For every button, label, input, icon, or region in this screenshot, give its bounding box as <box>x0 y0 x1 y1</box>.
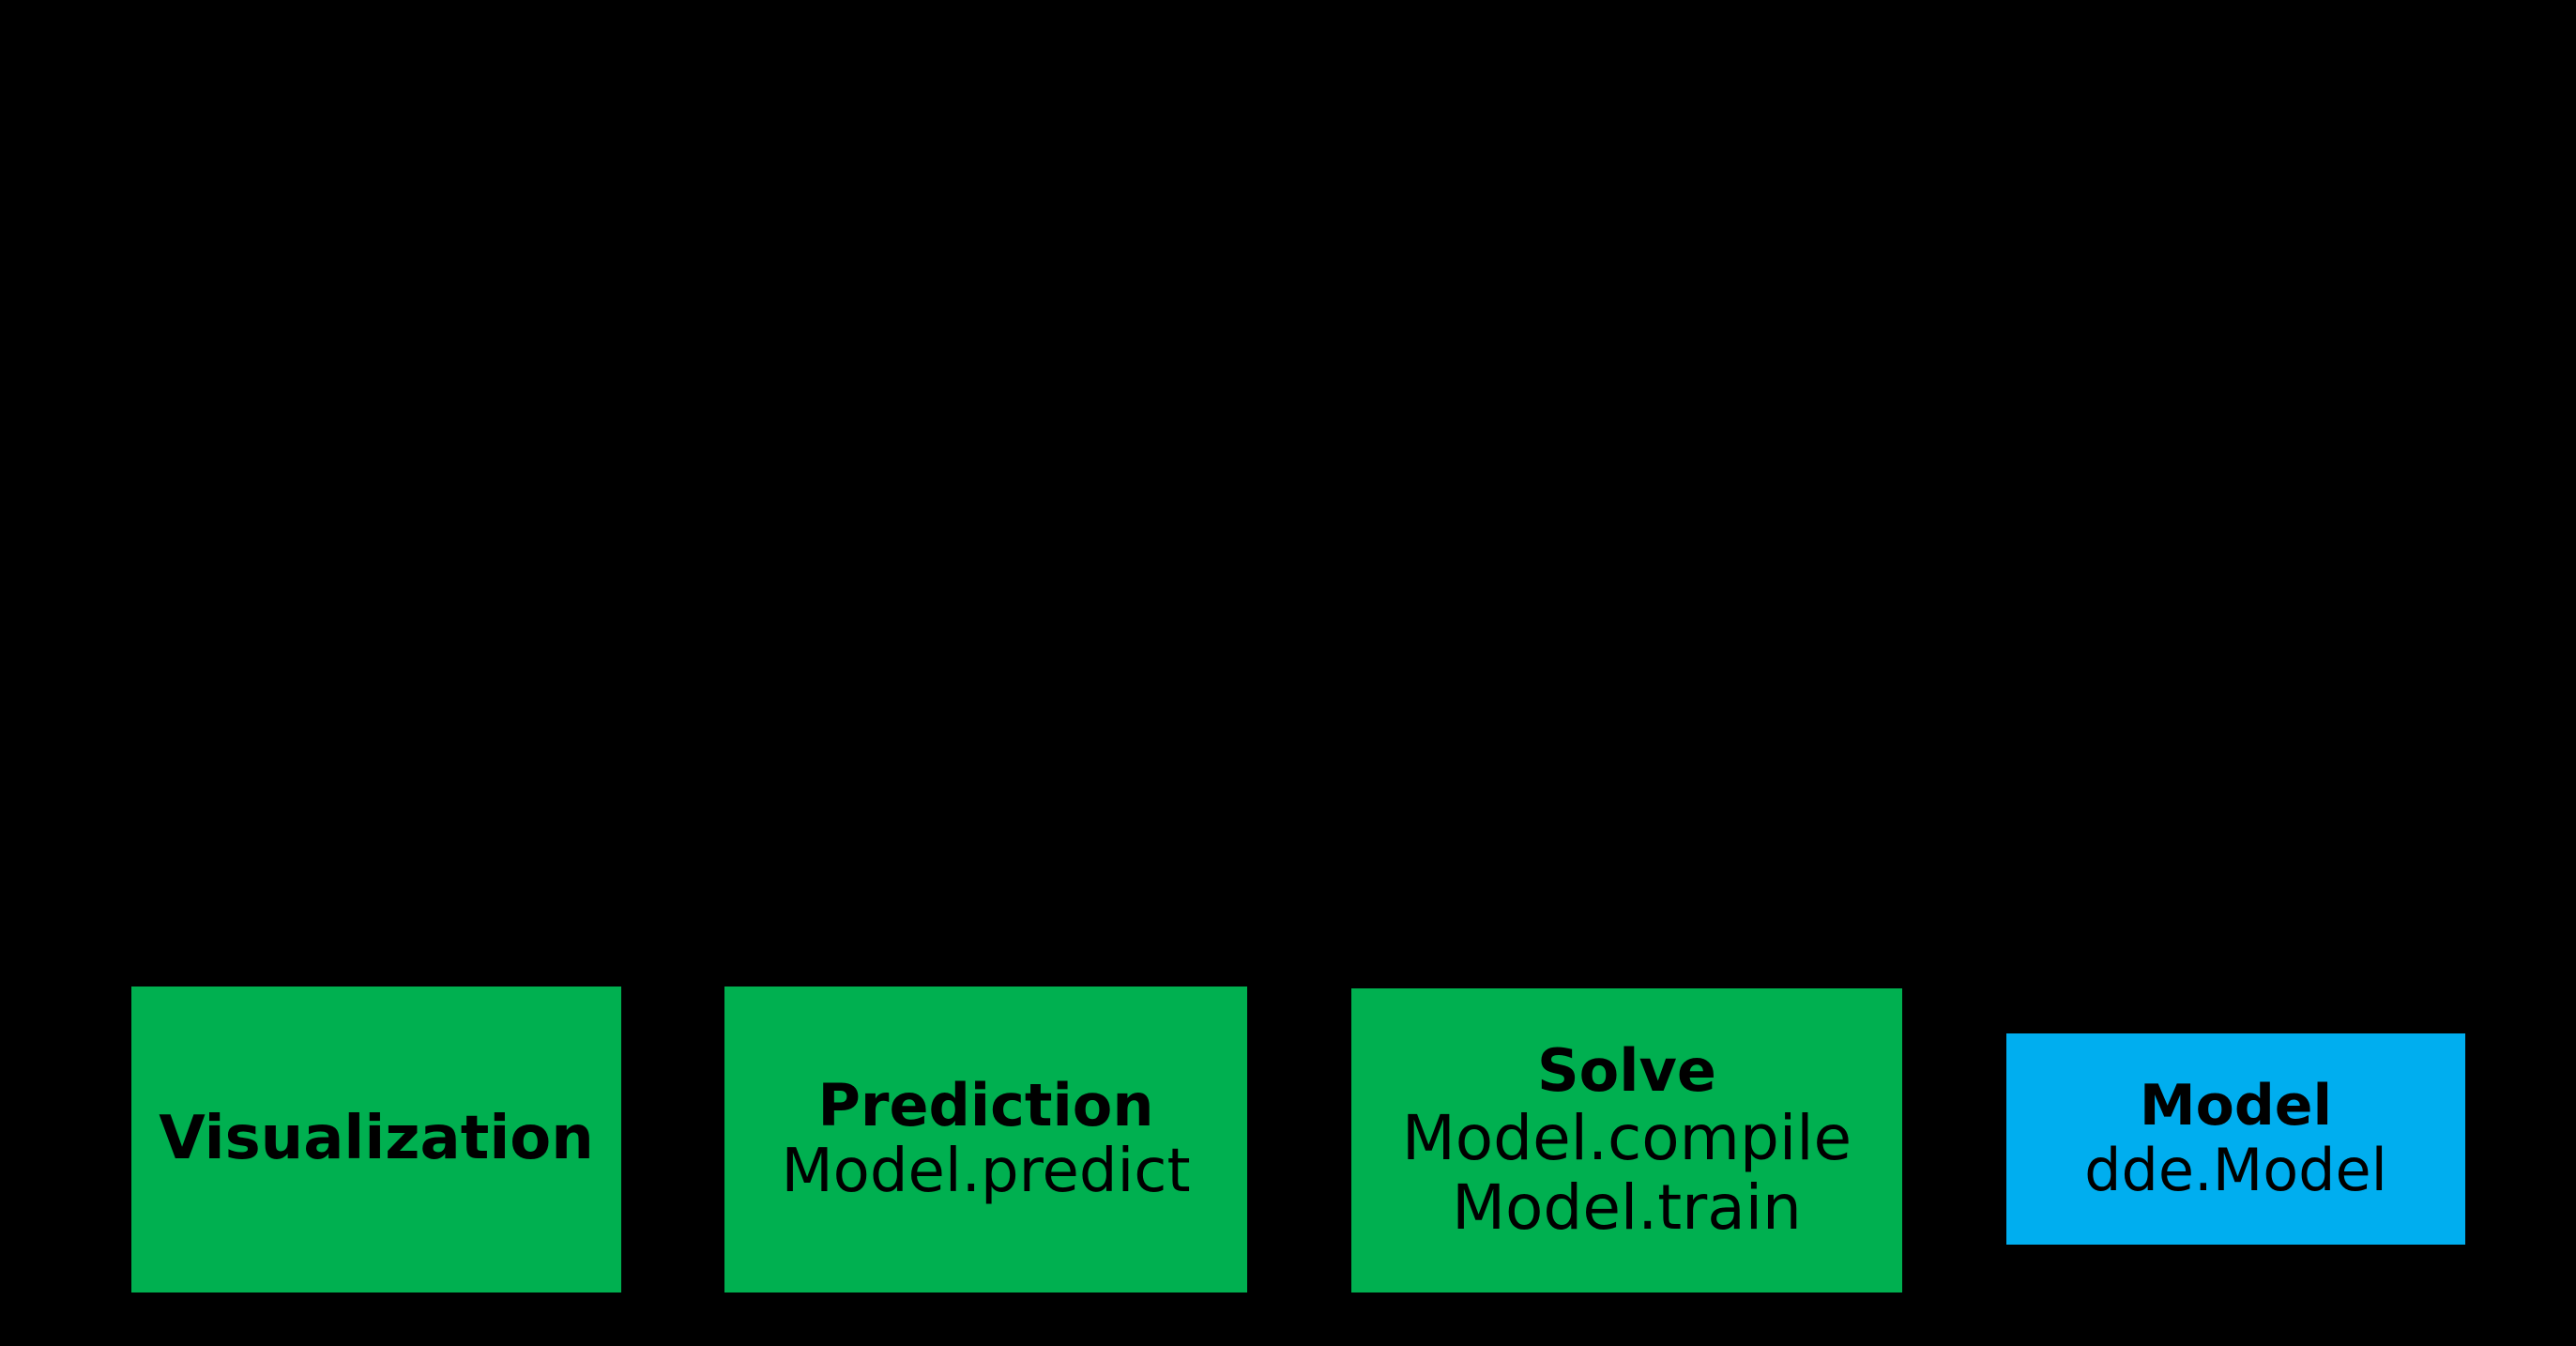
flow-box-prediction[interactable]: Prediction Model.predict <box>724 987 1247 1292</box>
flow-box-solve-title: Solve <box>1537 1036 1716 1106</box>
flow-box-prediction-title: Prediction <box>817 1071 1154 1140</box>
flow-box-solve-api-2: Model.train <box>1452 1170 1802 1244</box>
flow-box-visualization[interactable]: Visualization <box>131 987 621 1292</box>
flow-box-model[interactable]: Model dde.Model <box>2006 1033 2465 1245</box>
flow-box-model-api-1: dde.Model <box>2084 1136 2387 1205</box>
flow-box-visualization-title: Visualization <box>159 1104 594 1174</box>
flow-box-prediction-api-1: Model.predict <box>781 1136 1191 1206</box>
flow-box-solve[interactable]: Solve Model.compile Model.train <box>1351 988 1902 1292</box>
flow-box-model-title: Model <box>2139 1073 2333 1140</box>
flow-box-solve-api-1: Model.compile <box>1401 1101 1852 1174</box>
